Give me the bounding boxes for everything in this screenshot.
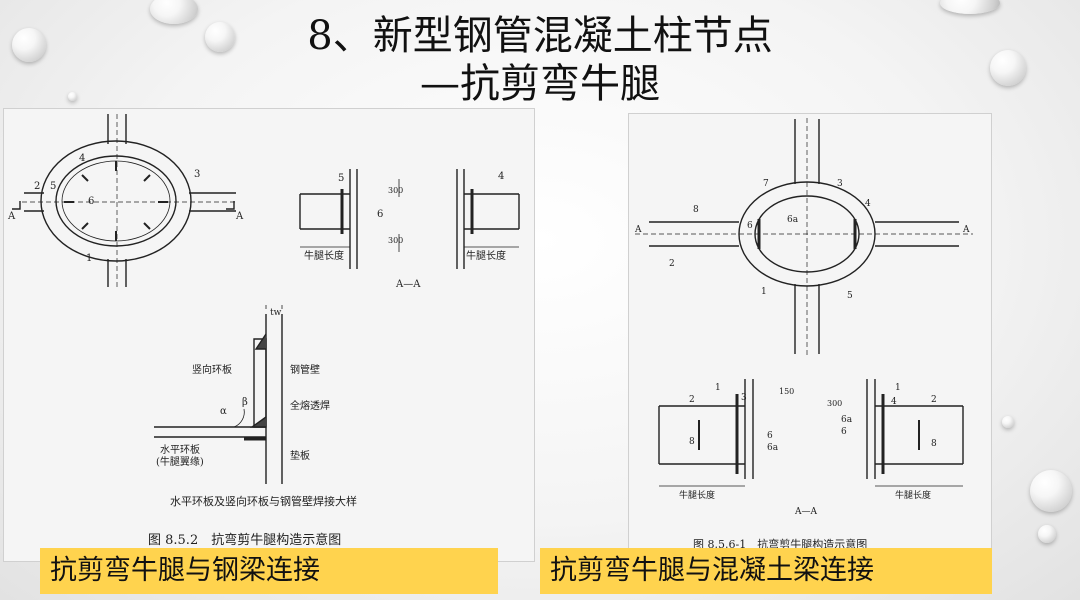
aa-label-8-right: 8 [931,439,937,449]
label-8: 8 [693,205,699,215]
label-alpha: α [220,406,227,417]
weld-detail-drawing [154,305,283,484]
tube-core [61,160,171,242]
water-drop-decoration [12,28,46,62]
aa-label-6a-right: 6a [841,415,853,425]
beam-arm-right [875,221,959,247]
right-figure-caption: 图 8.5.6-1 抗弯剪牛腿构造示意图 [693,538,868,551]
aa-label-4-right: 4 [891,397,897,407]
banner-steel-beam-connection: 抗剪弯牛腿与钢梁连接 [40,548,498,594]
beam-arm-bottom [794,284,820,354]
aa-section-title: A—A [395,279,421,290]
label-4: 4 [865,199,871,209]
water-drop-decoration [1002,416,1014,428]
water-drop-decoration [68,92,77,101]
section-mark-a-right: A [235,211,244,222]
aa-label-6: 6 [377,209,383,220]
section-aa-drawing [658,379,964,487]
label-3: 3 [194,169,200,180]
aa-dim-300-right: 300 [827,399,842,408]
water-drop-decoration [205,22,235,52]
aa-bracket-length-left: 牛腿长度 [679,489,715,501]
label-bracket-flange: (牛腿翼缘) [156,455,204,468]
label-vertical-ring-plate: 竖向环板 [192,363,232,376]
water-drop-decoration [940,0,1000,14]
section-mark-a-right: A [962,225,970,235]
aa-dim-300-top: 300 [388,186,403,195]
left-figure-caption: 图 8.5.2 抗弯剪牛腿构造示意图 [148,533,342,548]
label-beta: β [242,397,248,408]
aa-label-1-left: 1 [715,383,721,393]
aa-label-2-right: 2 [931,395,937,405]
label-6: 6 [88,196,94,207]
water-drop-decoration [1038,525,1056,543]
tube-outer-ring [40,140,192,262]
right-figure-drawing: 3 4 7 8 6a 6 2 1 5 A A 1 2 3 6 6a 8 [634,118,973,517]
aa-section-title: A—A [794,507,817,517]
left-figure-drawing: 4 3 2 5 6 1 A A 5 4 6 300 300 牛腿长度 牛腿长度 … [7,114,520,484]
right-figure-panel: 3 4 7 8 6a 6 2 1 5 A A 1 2 3 6 6a 8 [628,113,992,555]
aa-bracket-length-right: 牛腿长度 [466,249,506,262]
aa-bracket-length-left: 牛腿长度 [304,249,344,262]
label-2: 2 [34,181,40,192]
section-aa-drawing [299,169,520,269]
water-drop-decoration [1030,470,1072,512]
label-1: 1 [761,287,767,297]
aa-label-6-left: 6 [767,431,773,441]
label-4: 4 [79,153,85,164]
aa-dim-150-left: 150 [779,387,794,396]
label-3: 3 [837,179,843,189]
water-drop-decoration [150,0,198,24]
aa-bracket-length-right: 牛腿长度 [895,489,931,501]
left-figure-panel: 4 3 2 5 6 1 A A 5 4 6 300 300 牛腿长度 牛腿长度 … [3,108,535,562]
slide-title: 8、新型钢管混凝土柱节点 —抗剪弯牛腿 [180,12,900,108]
label-5: 5 [50,181,56,192]
banner-concrete-beam-connection: 抗剪弯牛腿与混凝土梁连接 [540,548,992,594]
bracket-arm-bottom [107,259,127,287]
label-tw: tw [270,308,282,318]
label-7: 7 [763,179,769,189]
water-drop-decoration [990,50,1026,86]
aa-label-8-left: 8 [689,437,695,447]
bracket-arm-left [24,192,44,212]
label-steel-tube-wall: 钢管壁 [290,363,320,376]
aa-label-6-right: 6 [841,427,847,437]
label-horizontal-ring-plate: 水平环板 [160,443,200,456]
label-1: 1 [86,253,92,264]
tube-inner-ring [55,155,177,247]
bracket-arm-top [107,114,127,144]
weld-detail-caption: 水平环板及竖向环板与钢管壁焊接大样 [170,495,357,508]
label-full-penetration-weld: 全熔透焊 [290,399,330,412]
aa-label-1-right: 1 [895,383,901,393]
title-line-1: 8、新型钢管混凝土柱节点 [307,13,773,59]
beam-arm-top [794,119,820,184]
aa-label-4: 4 [498,171,504,182]
aa-dim-300-bottom: 300 [388,236,403,245]
label-6a: 6a [787,215,799,225]
aa-label-5: 5 [338,173,344,184]
label-6: 6 [747,221,753,231]
label-2: 2 [669,259,675,269]
title-line-2: —抗剪弯牛腿 [420,61,660,107]
aa-label-2-left: 2 [689,395,695,405]
aa-label-6a-left: 6a [767,443,779,453]
bracket-arm-right [189,192,236,212]
aa-label-3-left: 3 [741,393,747,403]
label-5: 5 [847,291,853,301]
section-mark-a-left: A [634,225,642,235]
beam-arm-left [649,221,739,247]
section-mark-a-left: A [7,211,16,222]
label-backing-plate: 垫板 [290,449,310,462]
